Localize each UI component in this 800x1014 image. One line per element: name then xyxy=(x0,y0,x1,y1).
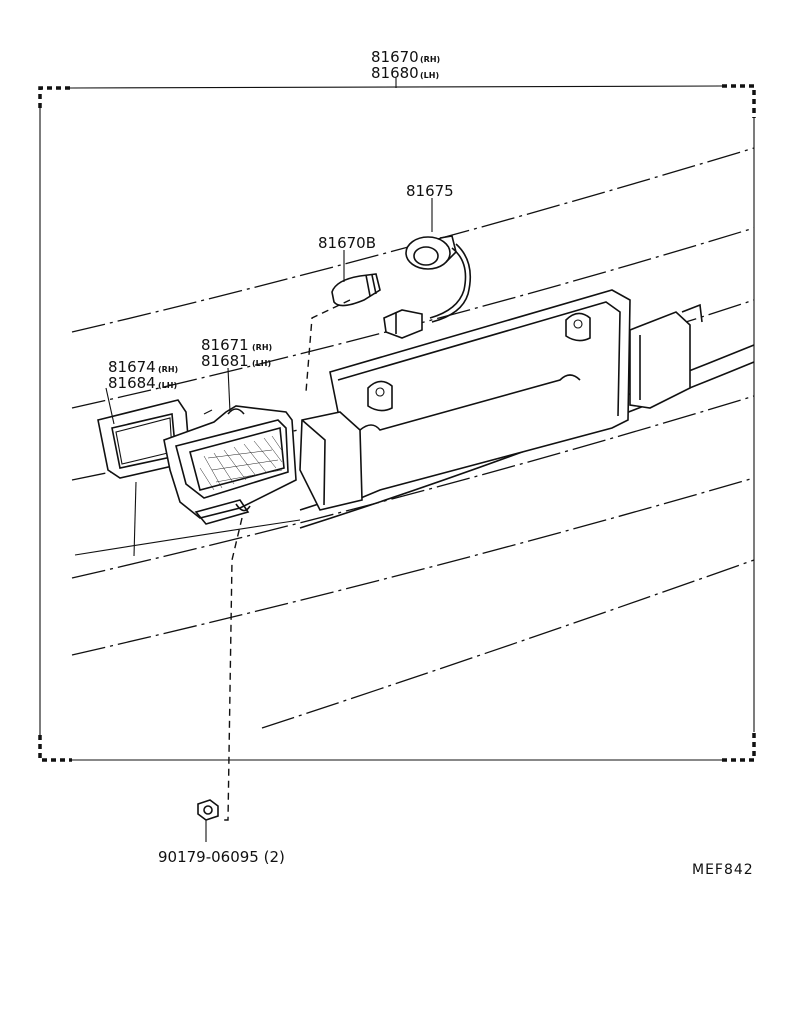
label-lens: 81671 (RH) 81681 (LH) xyxy=(201,336,272,370)
gasket-rh-number: 81674 xyxy=(108,358,156,376)
assembly-lh-side: (LH) xyxy=(420,71,439,80)
lens-lh-number: 81681 xyxy=(201,352,249,370)
gasket-rh-side: (RH) xyxy=(158,365,178,374)
socket xyxy=(383,235,472,339)
label-assembly: 81670 (RH) 81680 (LH) xyxy=(371,48,440,82)
lens-rh-number: 81671 xyxy=(201,336,249,354)
socket-label: 81675 xyxy=(406,182,454,200)
leader-lines xyxy=(105,198,433,425)
assembly-rh-number: 81670 xyxy=(371,48,419,66)
license-bracket xyxy=(299,289,703,511)
assembly-rh-side: (RH) xyxy=(420,55,440,64)
assembly-boundary xyxy=(38,78,756,762)
assembly-lh-number: 81680 xyxy=(371,64,419,82)
label-gasket: 81674 (RH) 81684 (LH) xyxy=(108,358,178,392)
gasket-lh-number: 81684 xyxy=(108,374,156,392)
lens-lh-side: (LH) xyxy=(252,359,271,368)
lens-rh-side: (RH) xyxy=(252,343,272,352)
bulb-label: 81670B xyxy=(318,234,376,252)
lamp-housing xyxy=(163,405,297,821)
figure-code: MEF842 xyxy=(692,862,754,878)
gasket-lh-side: (LH) xyxy=(158,381,177,390)
nut-label: 90179-06095 (2) xyxy=(158,848,285,866)
nut xyxy=(197,799,219,842)
